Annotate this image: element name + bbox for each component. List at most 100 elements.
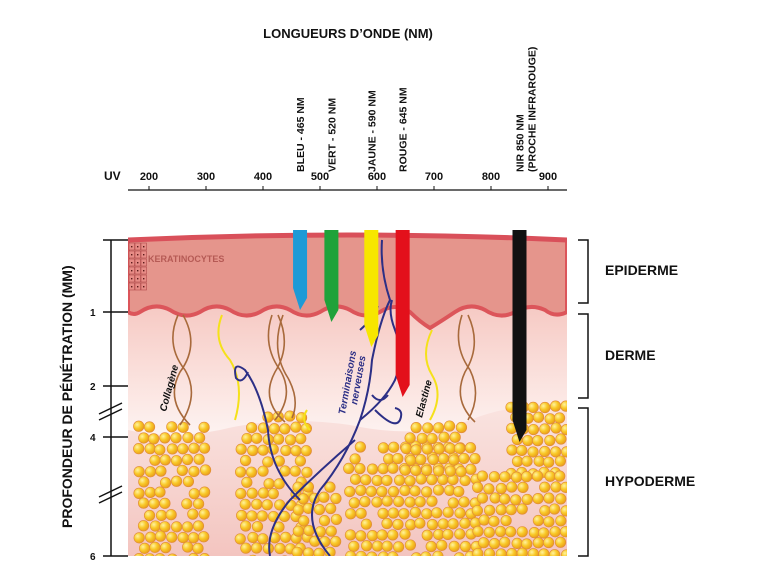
fat-cell: [494, 525, 507, 538]
fat-cell: [300, 445, 312, 457]
fat-cell: [544, 413, 556, 425]
fat-cell: [246, 510, 258, 522]
fat-cell: [188, 488, 200, 500]
fat-cell: [262, 456, 274, 468]
fat-cell: [404, 539, 417, 551]
fat-cell: [198, 421, 210, 433]
wavelength-tick-label: 400: [254, 171, 272, 183]
fat-cell: [247, 444, 259, 457]
fat-cell: [144, 443, 156, 455]
fat-cell: [349, 453, 361, 465]
fat-cell: [325, 502, 337, 515]
fat-cell: [149, 541, 161, 553]
fat-cell: [543, 456, 555, 468]
wavelength-tick-label: 600: [368, 171, 386, 183]
fat-cell: [257, 465, 269, 477]
fat-cell: [165, 509, 177, 521]
fat-cell: [448, 454, 460, 466]
fat-cell: [488, 515, 500, 527]
fat-cell: [133, 443, 145, 455]
fat-cell: [289, 465, 301, 477]
fat-cell: [143, 509, 156, 522]
fat-cell: [155, 465, 167, 477]
fat-cell: [555, 493, 567, 505]
fat-cell: [458, 496, 470, 508]
fat-cell: [345, 550, 357, 556]
fat-cell: [345, 508, 357, 520]
fat-cell: [239, 454, 252, 467]
fat-cell: [393, 495, 405, 508]
fat-cell: [302, 502, 314, 514]
fat-cell: [348, 540, 360, 552]
fat-cell: [543, 492, 555, 504]
fat-cell: [290, 421, 302, 433]
fat-cell: [410, 444, 422, 456]
fat-cell: [292, 504, 305, 516]
fat-cell: [404, 432, 416, 444]
fat-cell: [371, 496, 383, 508]
fat-cell: [159, 432, 171, 444]
fat-cell: [404, 475, 416, 487]
fat-cell: [459, 540, 472, 553]
fat-cell: [554, 536, 567, 548]
fat-cell: [488, 538, 501, 550]
fat-cell: [251, 432, 263, 444]
fat-cell: [365, 485, 377, 498]
fat-cell: [381, 495, 393, 507]
fat-cell: [392, 541, 405, 553]
light-label: ROUGE - 645 NM: [398, 87, 410, 172]
fat-cell: [251, 521, 264, 533]
fat-cell: [133, 466, 145, 478]
fat-cell: [239, 498, 251, 510]
fat-cell: [549, 526, 561, 538]
layer-epiderme: EPIDERME: [605, 262, 678, 278]
fat-cell: [318, 515, 331, 527]
fat-cell: [318, 491, 330, 503]
fat-cell: [416, 432, 428, 445]
fat-cell: [282, 555, 288, 556]
fat-cell: [145, 531, 157, 543]
fat-cell: [455, 421, 468, 434]
fat-cell: [235, 487, 247, 500]
depth-tick-4: 4: [90, 433, 96, 444]
fat-cell: [376, 529, 388, 541]
fat-cell: [155, 553, 165, 556]
fat-cell: [199, 464, 212, 476]
fat-cell: [476, 470, 489, 482]
fat-cell: [410, 464, 422, 476]
fat-cell: [527, 401, 539, 414]
fat-cell: [538, 527, 550, 539]
fat-cell: [280, 444, 292, 457]
fat-cell: [521, 455, 533, 467]
fat-cell: [550, 446, 562, 458]
fat-cell: [442, 528, 454, 541]
fat-cell: [133, 420, 145, 432]
fat-cell: [543, 536, 555, 549]
fat-cell: [471, 505, 484, 517]
fat-cell: [246, 422, 258, 434]
fat-cell: [442, 506, 454, 518]
fat-cell: [138, 476, 150, 488]
fat-cell: [302, 547, 315, 556]
fat-cell: [377, 463, 389, 475]
fat-cell: [359, 496, 371, 508]
keratinocytes-label: KERATINOCYTES: [148, 254, 224, 264]
depth-tick-2: 2: [90, 382, 96, 393]
fat-cell: [527, 548, 540, 556]
fat-cell: [387, 486, 400, 498]
fat-cell: [447, 497, 459, 509]
fat-cell: [133, 487, 145, 499]
uv-label: UV: [104, 169, 121, 183]
fat-cell: [154, 444, 166, 456]
fat-cell: [290, 445, 302, 457]
layer-brackets: [578, 239, 589, 557]
fat-cell: [325, 525, 337, 537]
fat-cell: [421, 508, 433, 520]
depth-axis: [98, 239, 128, 557]
fat-cell: [538, 548, 550, 556]
fat-cell: [301, 466, 313, 478]
light-beam: [512, 230, 527, 442]
fat-cell: [495, 504, 507, 516]
fat-cell: [250, 542, 263, 554]
